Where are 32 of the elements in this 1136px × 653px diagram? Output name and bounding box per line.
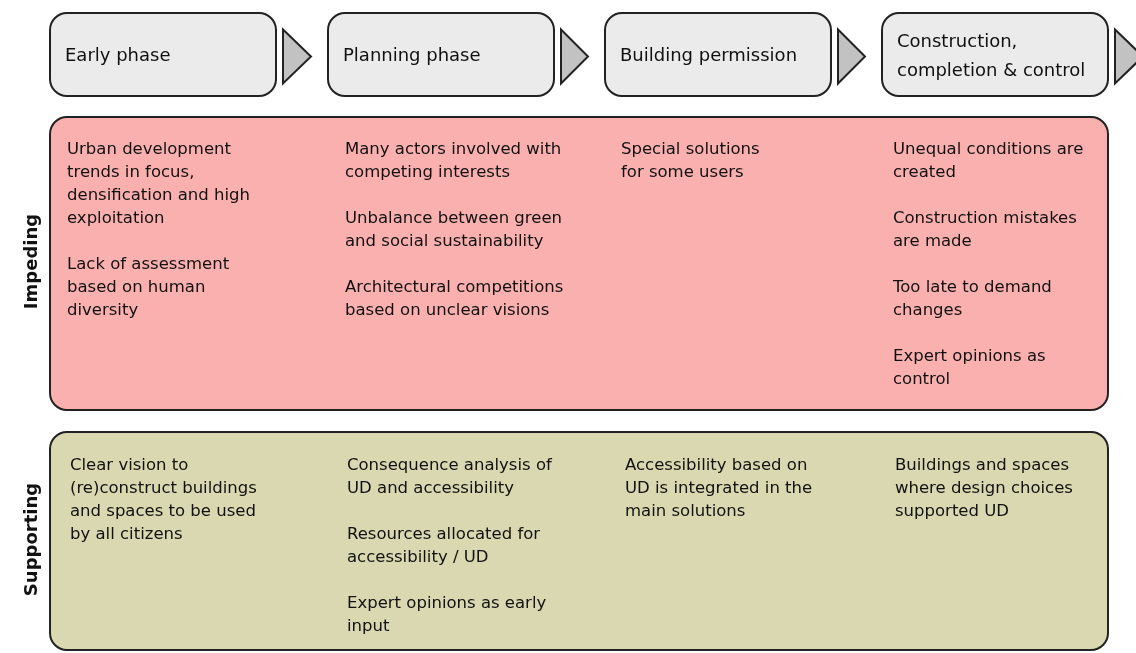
- chevron-arrow: [837, 27, 867, 86]
- factor-text: Lack of assessment based on human diversity: [67, 253, 231, 321]
- category-band: [49, 431, 1109, 651]
- phase-label: Building permission: [620, 43, 798, 67]
- factor-text: Unequal conditions are created: [893, 138, 1085, 183]
- phase-box: [327, 12, 555, 97]
- factor-text: Special solutions for some users: [621, 138, 761, 183]
- factor-text: Accessibility based on UD is integrated in the main solutions: [625, 454, 814, 522]
- chevron-arrow: [1114, 27, 1136, 86]
- factor-text: Architectural competitions based on unclear visions: [345, 276, 565, 321]
- factor-text: Too late to demand changes: [893, 276, 1053, 321]
- factor-text: Buildings and spaces where design choices supported UD: [895, 454, 1074, 522]
- factor-text: Unbalance between green and social sustainability: [345, 207, 563, 252]
- phase-box: [881, 12, 1109, 97]
- phase-label: Early phase: [65, 43, 171, 67]
- chevron-arrow: [560, 27, 590, 86]
- factor-text: Expert opinions as early input: [347, 592, 548, 637]
- factor-text: Resources allocated for accessibility / UD: [347, 523, 542, 568]
- phase-box: [49, 12, 277, 97]
- chevron-arrow: [282, 27, 313, 86]
- phase-label: Planning phase: [343, 43, 481, 67]
- phase-label: Construction, completion & control: [897, 28, 1087, 82]
- phase-box: [604, 12, 832, 97]
- row-heading: Impeding: [19, 212, 41, 312]
- category-band: [49, 116, 1109, 411]
- factor-text: Consequence analysis of UD and accessibility: [347, 454, 553, 499]
- factor-text: Urban development trends in focus, densification and high exploitation: [67, 138, 251, 229]
- factor-text: Many actors involved with competing interests: [345, 138, 563, 183]
- factor-text: Expert opinions as control: [893, 345, 1047, 390]
- factor-text: Clear vision to (re)construct buildings and spaces to be used by all citizens: [70, 454, 258, 545]
- row-heading: Supporting: [19, 481, 41, 599]
- factor-text: Construction mistakes are made: [893, 207, 1078, 252]
